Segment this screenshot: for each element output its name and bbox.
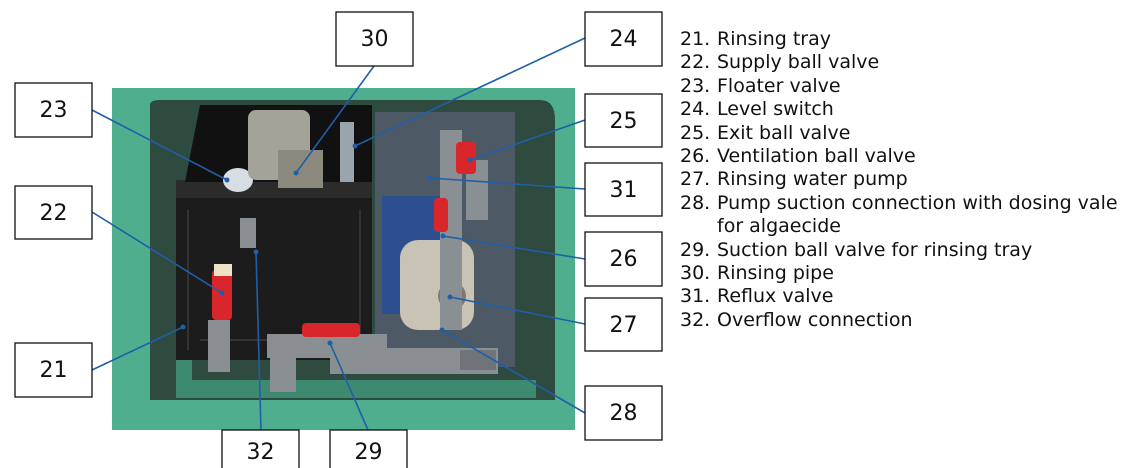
legend-text: Level switch bbox=[717, 98, 834, 121]
legend-number: 29. bbox=[680, 238, 711, 261]
leader-dot-29 bbox=[327, 340, 333, 346]
leader-dot-30 bbox=[293, 170, 299, 176]
legend-item: 31. Reflux valve bbox=[680, 285, 1140, 308]
leader-dot-31 bbox=[427, 175, 433, 181]
motor-housing bbox=[278, 150, 323, 188]
floater-ball bbox=[223, 168, 253, 192]
leader-dot-24 bbox=[352, 143, 358, 149]
leader-31 bbox=[429, 177, 586, 190]
legend-number: 23. bbox=[680, 74, 711, 97]
legend-text: Supply ball valve bbox=[717, 51, 880, 74]
callout-label-24: 24 bbox=[610, 27, 638, 52]
callout-label-22: 22 bbox=[40, 201, 68, 226]
leader-dot-21 bbox=[180, 324, 186, 330]
legend-item: 26. Ventilation ball valve bbox=[680, 145, 1140, 168]
leader-21 bbox=[91, 326, 184, 371]
legend-number: 27. bbox=[680, 168, 711, 191]
legend-number: 30. bbox=[680, 262, 711, 285]
leader-26 bbox=[442, 235, 586, 260]
legend-text: Reflux valve bbox=[717, 285, 834, 308]
legend-item: 28. Pump suction connection with dosing v… bbox=[680, 192, 1140, 239]
leader-27 bbox=[449, 296, 586, 325]
black-tank-rim bbox=[176, 180, 372, 198]
legend-number: 21. bbox=[680, 28, 711, 50]
legend-item: 23. Floater valve bbox=[680, 75, 1140, 98]
parts-legend: 21. Rinsing tray 22. Supply ball valve 23.… bbox=[680, 28, 1140, 332]
legend-item: 29. Suction ball valve for rinsing tray bbox=[680, 239, 1140, 262]
legend-text: Ventilation ball valve bbox=[717, 145, 916, 168]
leader-dot-28 bbox=[439, 327, 445, 333]
legend-number: 28. bbox=[680, 191, 711, 214]
legend-item: 24. Level switch bbox=[680, 98, 1140, 121]
legend-number: 32. bbox=[680, 308, 711, 331]
callout-label-25: 25 bbox=[610, 109, 638, 134]
supply-valve-cap bbox=[214, 264, 232, 276]
leader-29 bbox=[329, 342, 369, 431]
leader-dot-27 bbox=[447, 294, 453, 300]
callout-32: 32 bbox=[221, 429, 300, 468]
leader-32 bbox=[255, 251, 262, 431]
callout-label-32: 32 bbox=[247, 440, 275, 465]
pump-steel-cylinder bbox=[400, 240, 474, 330]
leader-22 bbox=[91, 211, 223, 294]
callout-label-28: 28 bbox=[610, 401, 638, 426]
legend-number: 26. bbox=[680, 145, 711, 168]
callout-27: 27 bbox=[584, 297, 663, 352]
leader-dot-22 bbox=[219, 290, 225, 296]
callout-30: 30 bbox=[335, 11, 414, 67]
legend-item: 32. Overflow connection bbox=[680, 309, 1140, 332]
legend-item: 22. Supply ball valve bbox=[680, 51, 1140, 74]
leader-dot-25 bbox=[467, 157, 473, 163]
legend-number: 24. bbox=[680, 98, 711, 121]
leader-30 bbox=[295, 65, 375, 174]
legend-text: Exit ball valve bbox=[717, 121, 851, 144]
legend-text: Rinsing tray bbox=[717, 28, 831, 50]
leader-24 bbox=[354, 37, 586, 147]
callout-26: 26 bbox=[584, 231, 663, 287]
callout-24: 24 bbox=[584, 11, 663, 67]
legend-text: Floater valve bbox=[717, 74, 841, 97]
callout-label-23: 23 bbox=[40, 98, 68, 123]
callout-label-31: 31 bbox=[610, 178, 638, 203]
legend-text: Rinsing pipe bbox=[717, 262, 834, 285]
legend-item: 25. Exit ball valve bbox=[680, 122, 1140, 145]
callout-29: 29 bbox=[329, 429, 408, 468]
legend-text: Rinsing water pump bbox=[717, 168, 908, 191]
callout-31: 31 bbox=[584, 162, 663, 217]
leader-dot-26 bbox=[440, 233, 446, 239]
callout-25: 25 bbox=[584, 93, 663, 148]
leader-lines bbox=[91, 37, 586, 431]
level-switch bbox=[340, 122, 354, 182]
callout-22: 22 bbox=[14, 185, 93, 240]
legend-text: Pump suction connection with dosing vale… bbox=[717, 191, 1118, 238]
legend-text: Suction ball valve for rinsing tray bbox=[717, 238, 1033, 261]
callout-label-30: 30 bbox=[361, 27, 389, 52]
callout-21: 21 bbox=[14, 342, 93, 398]
legend-number: 25. bbox=[680, 121, 711, 144]
leader-dot-32 bbox=[253, 249, 259, 255]
legend-text: Overflow connection bbox=[717, 308, 913, 331]
legend-item: 30. Rinsing pipe bbox=[680, 262, 1140, 285]
leader-28 bbox=[441, 329, 586, 414]
callout-28: 28 bbox=[584, 385, 663, 441]
red-valve-handles bbox=[212, 142, 476, 337]
callout-label-27: 27 bbox=[610, 313, 638, 338]
equipment-photo bbox=[112, 88, 575, 430]
leader-23 bbox=[91, 109, 228, 181]
callout-label-29: 29 bbox=[355, 440, 383, 465]
leader-dot-23 bbox=[224, 177, 230, 183]
housing-bottom-rail bbox=[176, 380, 536, 398]
leader-25 bbox=[469, 119, 586, 161]
legend-item: 27. Rinsing water pump bbox=[680, 168, 1140, 191]
callout-label-21: 21 bbox=[40, 358, 68, 383]
callout-label-26: 26 bbox=[610, 247, 638, 272]
legend-number: 31. bbox=[680, 285, 711, 308]
legend-item: 21. Rinsing tray bbox=[680, 28, 1140, 51]
callout-23: 23 bbox=[14, 82, 93, 138]
legend-number: 22. bbox=[680, 51, 711, 74]
